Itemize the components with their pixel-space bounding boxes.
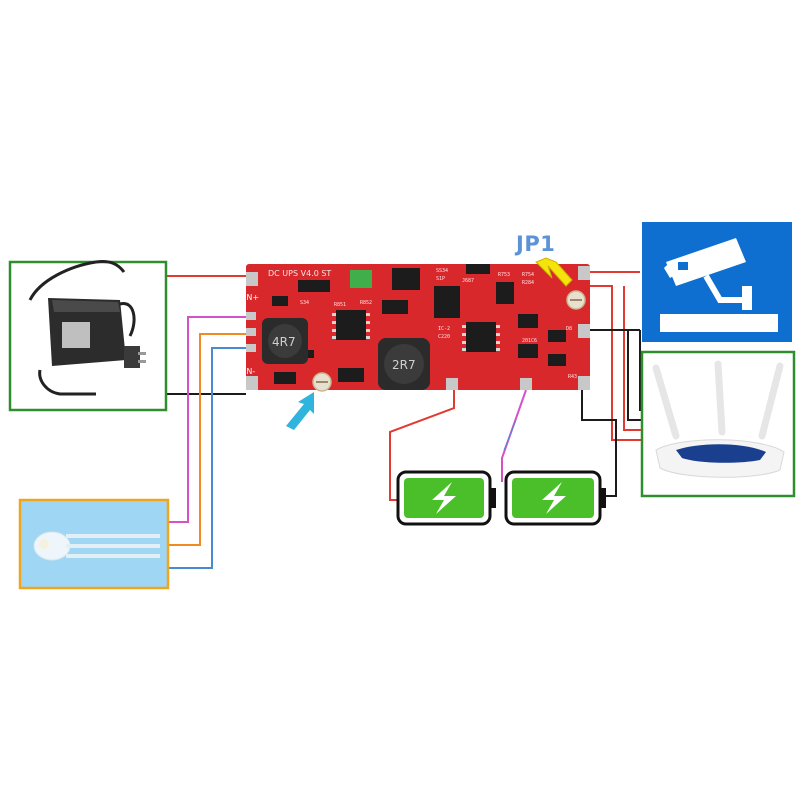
svg-text:D8: D8 <box>566 326 572 332</box>
inductor-2: 2R7 <box>378 338 430 390</box>
lightning-bolt-icon <box>542 482 566 514</box>
wire-battery-link <box>501 389 527 482</box>
wire-battery-link-blue <box>503 419 517 451</box>
svg-text:SS34: SS34 <box>436 268 448 274</box>
router-panel <box>640 350 796 498</box>
led-panel <box>18 498 170 590</box>
svg-text:R284: R284 <box>522 280 534 286</box>
camera-sign-bar <box>660 314 778 332</box>
svg-text:J687: J687 <box>462 278 474 284</box>
lightning-bolt-icon <box>432 482 456 514</box>
ic-chip-2 <box>466 322 496 352</box>
power-adapter-icon <box>28 260 146 396</box>
power-adapter-panel <box>8 260 168 412</box>
smd-capacitor-green <box>350 270 372 288</box>
battery-2 <box>504 470 606 526</box>
board-model-label: DC UPS V4.0 ST <box>268 269 331 278</box>
wire-battery-red <box>389 390 455 501</box>
inductor-1-label: 4R7 <box>272 335 296 349</box>
yellow-arrow-icon <box>535 257 573 287</box>
svg-text:S1P: S1P <box>436 276 445 282</box>
wifi-router-icon <box>652 360 785 478</box>
cctv-camera-icon <box>664 238 752 310</box>
svg-text:201C6: 201C6 <box>522 338 537 344</box>
wire-output-red-2 <box>590 285 642 441</box>
ups-board: DC UPS V4.0 ST IN+ IN- <box>244 264 590 392</box>
potentiometer-input <box>312 372 332 392</box>
cctv-camera-panel <box>642 222 792 342</box>
pin-in-minus-label: IN- <box>244 367 255 376</box>
svg-text:R753: R753 <box>498 272 510 278</box>
jp1-label: JP1 <box>516 232 556 256</box>
wire-output-black-2 <box>627 330 642 421</box>
svg-text:R852: R852 <box>360 300 372 306</box>
svg-text:R754: R754 <box>522 272 534 278</box>
svg-text:S34: S34 <box>300 300 309 306</box>
silkscreen-labels: S34 R851 R852 SS34 S1P J687 R753 R754 R2… <box>300 268 577 380</box>
blue-arrow-icon <box>286 392 314 430</box>
wire-led-magenta <box>168 316 246 523</box>
pin-in-plus-label: IN+ <box>244 293 259 302</box>
wire-led-orange <box>168 333 246 546</box>
battery-1 <box>396 470 496 526</box>
wire-led-blue <box>168 347 246 569</box>
potentiometer-jp1 <box>566 290 586 310</box>
ic-chip-1 <box>336 310 366 340</box>
inductor-2-label: 2R7 <box>392 358 416 372</box>
svg-text:C220: C220 <box>438 334 450 340</box>
svg-text:R851: R851 <box>334 302 346 308</box>
svg-text:R43: R43 <box>568 374 577 380</box>
led-indicator-icon <box>33 531 160 561</box>
wire-battery-black <box>581 390 617 497</box>
inductor-1: 4R7 <box>262 318 308 364</box>
wires <box>166 271 644 569</box>
svg-text:IC-2: IC-2 <box>438 326 450 332</box>
wire-output-red-3 <box>623 286 642 431</box>
